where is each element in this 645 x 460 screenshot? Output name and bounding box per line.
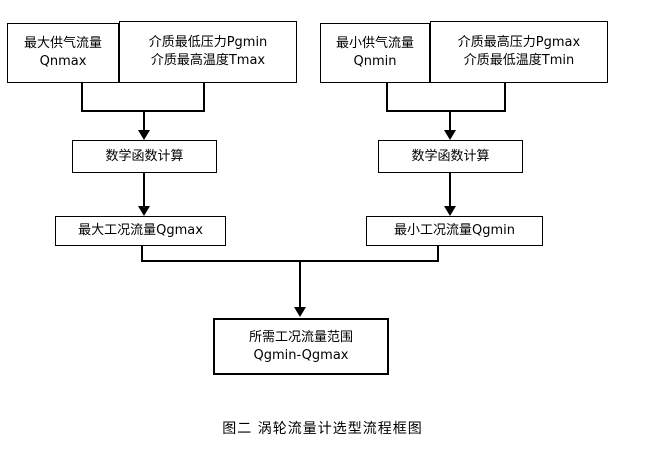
node-line: 最大供气流量 [23,36,102,52]
connector-right-merge-to-calc [449,110,451,131]
arrowhead-into-result [294,307,306,317]
node-min-working-condition-flow: 最小工况流量Qgmin [366,216,543,246]
connector-qgmin-drop [437,246,439,261]
node-required-flow-range: 所需工况流量范围 Qgmin-Qgmax [213,318,389,375]
node-line: 介质最高压力Pgmax [457,35,581,51]
node-line: 数学函数计算 [411,148,490,164]
node-line: 所需工况流量范围 [248,329,353,345]
node-min-pressure-max-temp: 介质最低压力Pgmin 介质最高温度Tmax [119,21,297,83]
connector-qnmax-drop [81,83,83,111]
connector-bottom-merge-bar [141,260,439,262]
connector-bottom-merge-to-result [299,260,301,309]
node-line: 介质最高温度Tmax [150,53,266,68]
node-line: Qgmin-Qgmax [253,347,349,363]
connector-left-merge-to-calc [143,110,145,131]
node-line: 介质最低温度Tmin [463,53,575,68]
figure-caption: 图二 涡轮流量计选型流程框图 [222,421,423,437]
arrowhead-into-qgmax [138,206,150,216]
node-line: Qnmin [353,54,397,69]
arrowhead-into-calc-left [138,130,150,140]
connector-qnmin-drop [386,83,388,111]
node-math-function-calculation-left: 数学函数计算 [72,140,217,173]
arrowhead-into-qgmin [444,206,456,216]
node-max-working-condition-flow: 最大工况流量Qgmax [55,216,226,246]
connector-qgmax-drop [141,246,143,261]
node-line: 最小供气流量 [335,36,414,52]
node-max-pressure-min-temp: 介质最高压力Pgmax 介质最低温度Tmin [430,21,608,83]
arrowhead-into-calc-right [444,130,456,140]
connector-pgmin-tmax-drop [203,83,205,111]
node-math-function-calculation-right: 数学函数计算 [378,140,523,173]
connector-calc-left-to-qgmax [143,173,145,207]
node-line: 最大工况流量Qgmax [78,223,203,239]
connector-right-merge-bar [386,110,506,112]
node-max-gas-supply-flow: 最大供气流量 Qnmax [7,23,119,83]
node-line: 介质最低压力Pgmin [148,35,268,51]
node-line: 最小工况流量Qgmin [394,223,515,239]
node-line: 数学函数计算 [105,148,184,164]
node-line: Qnmax [39,54,87,69]
node-min-gas-supply-flow: 最小供气流量 Qnmin [320,23,430,83]
connector-pgmax-tmin-drop [504,83,506,111]
connector-calc-right-to-qgmin [449,173,451,207]
